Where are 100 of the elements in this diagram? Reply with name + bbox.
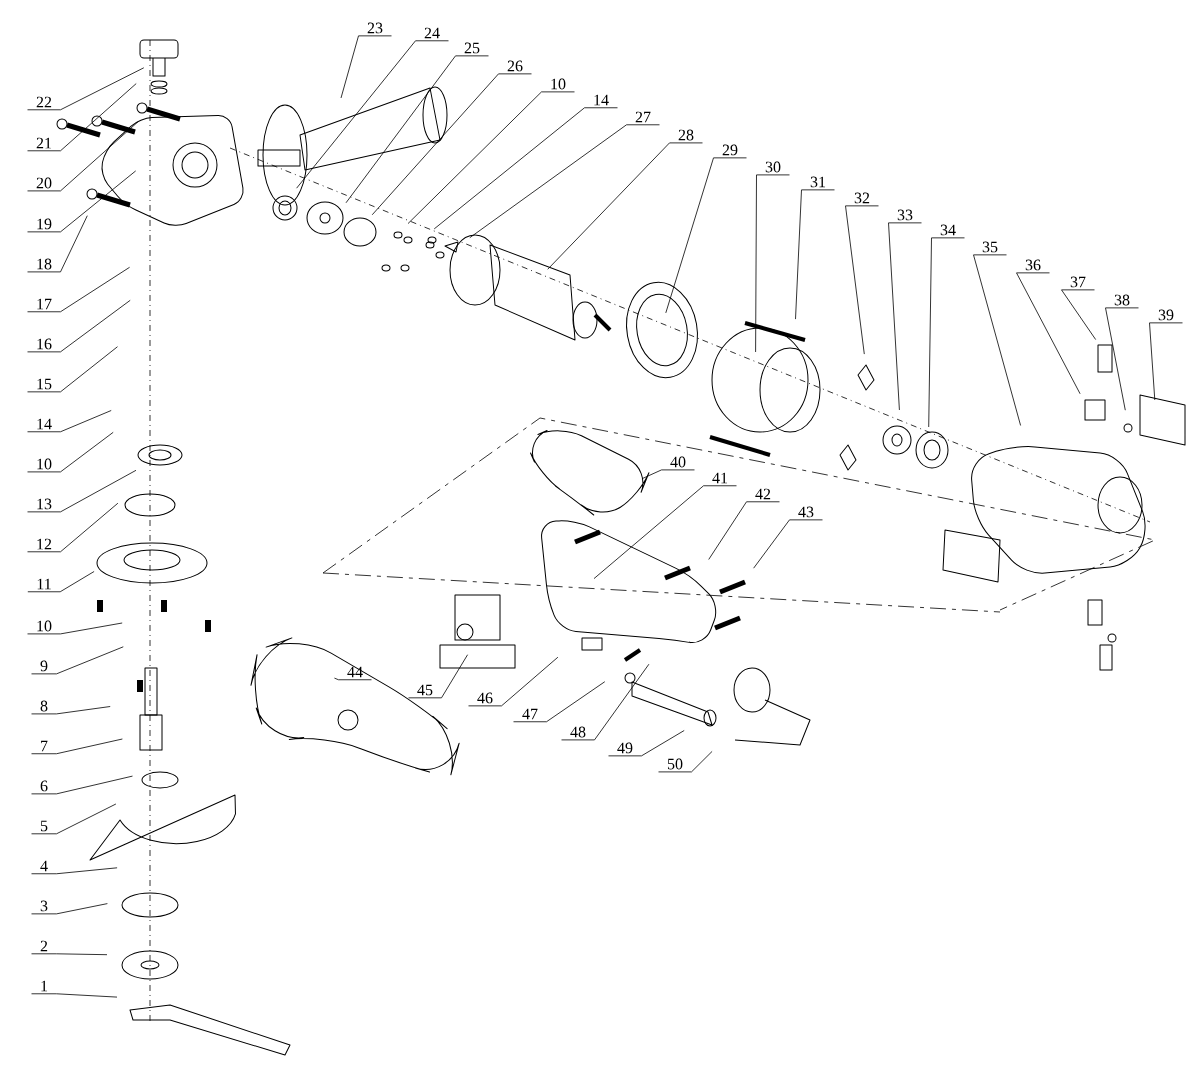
leader-line bbox=[468, 656, 559, 707]
callout-number: 18 bbox=[37, 258, 52, 270]
leader-line bbox=[27, 266, 130, 313]
leader-line bbox=[27, 410, 112, 433]
callout-number: 16 bbox=[37, 338, 52, 350]
leader-line bbox=[888, 222, 922, 411]
leader-line bbox=[371, 73, 532, 216]
callout-number: 46 bbox=[477, 692, 493, 704]
leader-line bbox=[593, 485, 737, 579]
leader-line bbox=[31, 867, 118, 875]
callout-number: 39 bbox=[1158, 309, 1174, 321]
callout-number: 9 bbox=[40, 660, 48, 672]
leader-line bbox=[31, 953, 108, 956]
callout-number: 30 bbox=[765, 161, 781, 173]
callout-number: 38 bbox=[1114, 294, 1130, 306]
leader-line bbox=[27, 67, 145, 111]
callout-number: 47 bbox=[522, 708, 538, 720]
leader-line bbox=[708, 501, 780, 560]
leader-line bbox=[31, 993, 118, 998]
callout-number: 2 bbox=[40, 940, 48, 952]
callout-number: 29 bbox=[722, 144, 738, 156]
callout-number: 11 bbox=[37, 578, 51, 590]
callout-number: 27 bbox=[635, 111, 651, 123]
callout-number: 5 bbox=[40, 820, 48, 832]
callout-number: 33 bbox=[897, 209, 913, 221]
callout-number: 43 bbox=[798, 506, 814, 518]
leader-line bbox=[1061, 289, 1097, 340]
leader-line bbox=[433, 107, 618, 230]
callout-number: 49 bbox=[617, 742, 633, 754]
leader-line bbox=[31, 646, 124, 675]
callout-number: 12 bbox=[37, 538, 52, 550]
leader-line bbox=[27, 622, 123, 635]
leader-line bbox=[334, 677, 372, 681]
callout-number: 36 bbox=[1025, 259, 1041, 271]
leader-line bbox=[296, 40, 449, 189]
leader-line bbox=[27, 215, 88, 273]
leader-line bbox=[408, 654, 468, 699]
callout-number: 44 bbox=[347, 666, 363, 678]
callout-number: 40 bbox=[670, 456, 686, 468]
callout-number: 8 bbox=[40, 700, 48, 712]
callout-number: 34 bbox=[940, 224, 956, 236]
leader-line bbox=[27, 469, 137, 513]
callout-number: 24 bbox=[424, 27, 440, 39]
callout-number: 23 bbox=[367, 22, 383, 34]
leader-line bbox=[27, 346, 118, 393]
callout-number: 48 bbox=[570, 726, 586, 738]
callout-number: 42 bbox=[755, 488, 771, 500]
callout-number: 4 bbox=[40, 860, 48, 872]
leader-line bbox=[928, 237, 965, 428]
callout-number: 28 bbox=[678, 129, 694, 141]
callout-number: 37 bbox=[1070, 276, 1086, 288]
callout-number: 22 bbox=[36, 96, 52, 108]
callout-number: 3 bbox=[40, 900, 48, 912]
leader-line bbox=[1149, 322, 1183, 401]
leader-line bbox=[27, 431, 114, 473]
leader-line bbox=[407, 91, 575, 224]
leader-line bbox=[340, 35, 392, 99]
leader-line bbox=[31, 803, 117, 835]
callout-number: 50 bbox=[667, 758, 683, 770]
leader-line bbox=[31, 903, 108, 915]
leader-line bbox=[641, 469, 695, 480]
callout-number: 19 bbox=[37, 218, 52, 230]
leader-line bbox=[753, 519, 823, 569]
leader-line bbox=[513, 681, 606, 723]
leader-line bbox=[27, 502, 119, 553]
leader-line bbox=[469, 124, 660, 239]
leader-line bbox=[31, 706, 111, 715]
leader-line bbox=[31, 738, 123, 755]
callout-number: 6 bbox=[40, 780, 48, 792]
leader-line bbox=[547, 142, 703, 270]
callout-number: 20 bbox=[36, 177, 52, 189]
callout-number: 10 bbox=[551, 78, 566, 90]
leader-line bbox=[27, 121, 139, 192]
callout-number: 7 bbox=[41, 740, 48, 752]
leader-line bbox=[755, 174, 790, 353]
callout-number: 45 bbox=[417, 684, 433, 696]
callout-number: 14 bbox=[594, 94, 609, 106]
leader-line bbox=[845, 205, 879, 355]
callout-number: 17 bbox=[37, 298, 52, 310]
callout-number: 26 bbox=[507, 60, 523, 72]
leader-line bbox=[27, 299, 131, 353]
callout-number: 21 bbox=[36, 137, 52, 149]
leader-line bbox=[27, 170, 137, 233]
callout-number: 1 bbox=[41, 980, 48, 992]
callout-number: 31 bbox=[810, 176, 826, 188]
leader-line bbox=[31, 775, 133, 795]
leader-line bbox=[27, 571, 95, 593]
leader-line bbox=[561, 663, 650, 741]
leader-line bbox=[1105, 307, 1139, 411]
leader-line bbox=[795, 189, 835, 320]
leader-line bbox=[345, 55, 489, 204]
callout-number: 14 bbox=[37, 418, 52, 430]
callout-number: 35 bbox=[982, 241, 998, 253]
callout-number: 10 bbox=[37, 458, 52, 470]
leader-line bbox=[1016, 272, 1081, 395]
leader-line bbox=[27, 83, 137, 152]
leader-line bbox=[665, 157, 747, 314]
callout-number: 25 bbox=[464, 42, 480, 54]
callout-number: 41 bbox=[712, 472, 728, 484]
callout-number: 10 bbox=[37, 620, 52, 632]
